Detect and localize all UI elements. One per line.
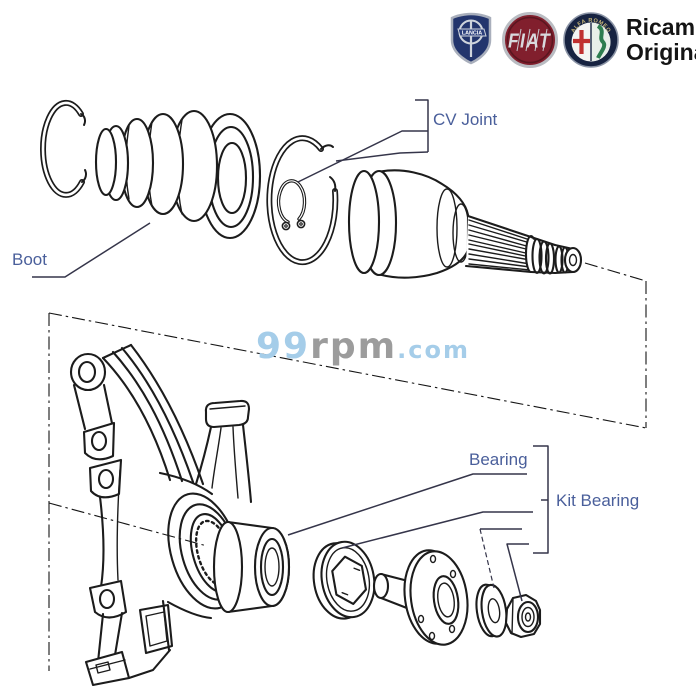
callout-lines [32, 99, 549, 602]
knuckle-drawing [69, 343, 253, 687]
boot-label: Boot [12, 250, 47, 269]
fiat-logo-text: FIAT [508, 30, 551, 52]
cv-joint-bracket [415, 99, 429, 152]
bearing-drawing [212, 520, 291, 614]
circlip-ears-drawing [276, 179, 307, 231]
nut-drawing [504, 593, 542, 639]
lancia-logo-text: LANCIA [462, 31, 482, 37]
bore-axis-centerline [48, 502, 208, 547]
brand-title: Ricambi Originali [626, 15, 696, 65]
alfa-romeo-logo-icon: ALFA ROMEO [563, 12, 619, 68]
boot-drawing [94, 109, 262, 240]
snap-ring-drawing [266, 135, 339, 266]
nut-leader [506, 543, 529, 602]
washer-drawing [475, 583, 508, 638]
hub-bolt-holes [417, 554, 457, 641]
cv-joint-label: CV Joint [433, 110, 498, 129]
watermark-rpm: rpm [310, 326, 398, 367]
kit-bearing-label: Kit Bearing [556, 491, 640, 510]
watermark-com: .com [397, 336, 470, 364]
bearing-label: Bearing [469, 450, 528, 469]
hub-drawing [372, 549, 469, 646]
cv-joint-leader-bell [335, 151, 429, 162]
brand-title-line1: Ricambi [626, 14, 696, 40]
watermark: 99rpm.com [256, 326, 470, 367]
axis-centerlines [48, 262, 647, 671]
lancia-logo-icon: LANCIA [450, 12, 492, 65]
cv-joint-drawing [347, 169, 583, 279]
brand-header: LANCIA FIAT [445, 11, 696, 69]
watermark-99: 99 [256, 326, 311, 367]
fiat-logo-icon: FIAT [502, 12, 558, 68]
washer-leader-d [479, 528, 495, 589]
brand-title-line2: Originali [626, 39, 696, 65]
spline-lines [468, 219, 531, 271]
boot-leader [32, 222, 151, 278]
circlip-small-drawing [40, 99, 87, 198]
hub-cap-drawing [312, 540, 376, 620]
hub-cap-leader [341, 511, 533, 549]
bearing-leader [287, 473, 527, 536]
cv-joint-leader-ring [297, 130, 428, 183]
